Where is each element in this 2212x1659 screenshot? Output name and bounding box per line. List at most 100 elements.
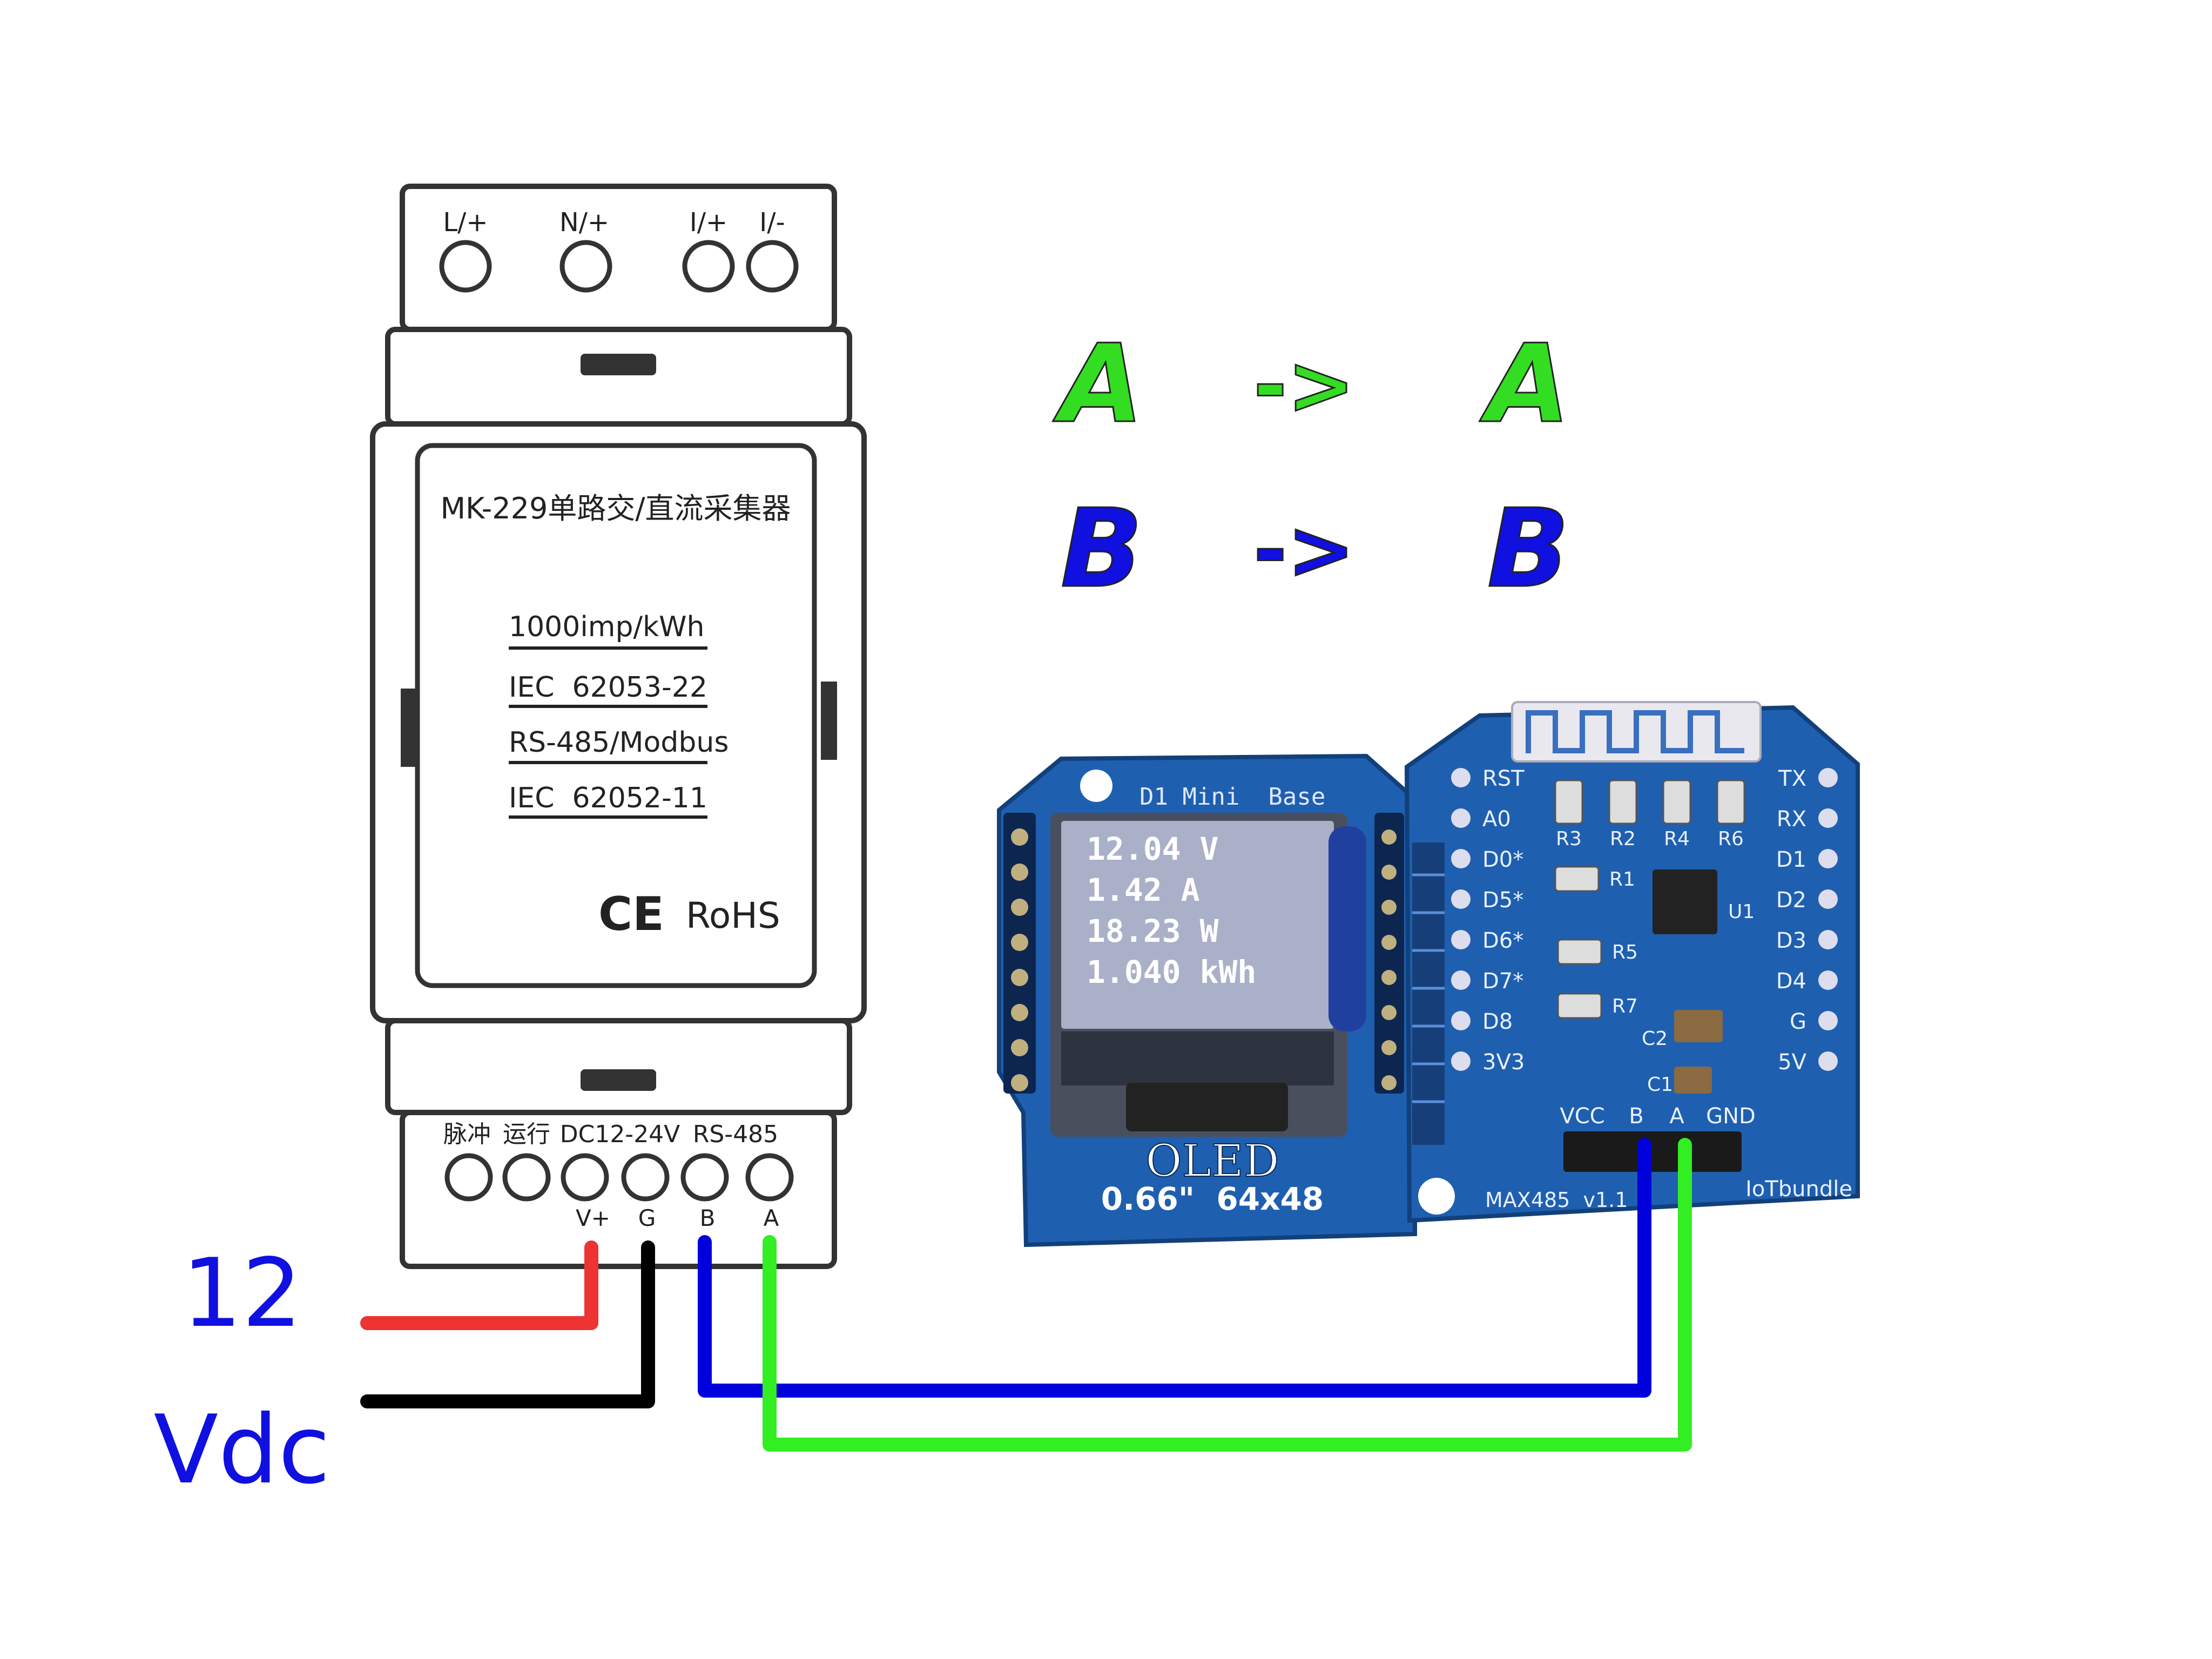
pin-d4: D4 xyxy=(1776,969,1806,994)
wires xyxy=(360,1138,1692,1452)
pin-d1: D1 xyxy=(1776,847,1806,872)
pin-label-g: G xyxy=(638,1205,656,1231)
mapping-a-arrow: -> xyxy=(1253,339,1355,433)
meter-title: MK-229单路交/直流采集器 xyxy=(440,491,791,525)
terminal-screw-l xyxy=(439,240,492,293)
terminal-screw-pulse-2 xyxy=(502,1153,551,1202)
terminal-label-n: N/+ xyxy=(559,207,609,238)
mapping-a-from: A xyxy=(1053,321,1144,447)
label-c2: C2 xyxy=(1642,1028,1668,1050)
max485-left-pins xyxy=(1451,768,1471,1071)
oled-shield-board: D1 Mini Base 12.04 V 1.42 A 18.23 W 1.04… xyxy=(997,753,1417,1247)
pin-d2: D2 xyxy=(1776,888,1806,913)
terminal-screw-i-plus xyxy=(682,240,735,293)
antenna-trace xyxy=(1526,710,1744,753)
max485-right-pins xyxy=(1818,768,1838,1071)
pin-d7: D7* xyxy=(1482,969,1523,994)
oled-line-1: 12.04 V xyxy=(1087,831,1218,867)
pin-label-vplus: V+ xyxy=(576,1205,610,1231)
rs485-header xyxy=(1563,1131,1742,1172)
terminal-label-l: L/+ xyxy=(443,207,488,238)
label-r6: R6 xyxy=(1718,828,1744,850)
max485-brand: IoTbundle xyxy=(1745,1177,1852,1202)
meter-bottom-block xyxy=(400,1110,837,1269)
meter-spec-1: 1000imp/kWh xyxy=(509,611,704,643)
terminal-screw-n xyxy=(559,240,612,293)
oled-label: OLED xyxy=(1145,1136,1279,1187)
terminal-screw-g xyxy=(621,1153,670,1202)
oled-right-header xyxy=(1374,813,1404,1094)
terminal-screw-a xyxy=(745,1153,794,1202)
pin-5v: 5V xyxy=(1778,1050,1806,1075)
terminal-screw-i-minus xyxy=(746,240,799,293)
meter-upper-shoulder xyxy=(385,327,852,427)
meter-spec-4: IEC 62052-11 xyxy=(509,782,707,814)
resistor-r1 xyxy=(1554,866,1600,892)
label-rs485: RS-485 xyxy=(693,1121,778,1148)
energy-meter: L/+ N/+ I/+ I/- MK-229单路交/直流采集器 1000imp/… xyxy=(370,184,867,1269)
oled-flex-cable xyxy=(1126,1083,1288,1131)
resistor-r5 xyxy=(1557,939,1602,965)
pin-3v3: 3V3 xyxy=(1482,1050,1525,1075)
blue-wire xyxy=(698,1138,1651,1398)
label-r3: R3 xyxy=(1556,828,1582,850)
pin-g: G xyxy=(1790,1009,1806,1034)
pin-d5: D5* xyxy=(1482,888,1523,913)
label-run: 运行 xyxy=(503,1121,550,1148)
terminal-label-i-plus: I/+ xyxy=(690,207,728,238)
header-b: B xyxy=(1629,1104,1643,1129)
pin-rx: RX xyxy=(1777,807,1806,832)
meter-spec-3: RS-485/Modbus xyxy=(509,726,729,759)
label-dc: DC12-24V xyxy=(560,1121,680,1148)
meter-left-clip xyxy=(401,689,417,767)
max485-shield-board: RST A0 D0* D5* D6* D7* D8 3V3 TX RX D1 D… xyxy=(1404,701,1860,1223)
ce-mark: CE xyxy=(598,887,664,941)
pin-d6: D6* xyxy=(1482,928,1523,953)
meter-lower-slot xyxy=(581,1069,656,1091)
pin-d8: D8 xyxy=(1482,1009,1513,1034)
label-pulse: 脉冲 xyxy=(443,1121,491,1148)
oled-line-4: 1.040 kWh xyxy=(1087,954,1256,990)
oled-mount-hole xyxy=(1080,770,1112,802)
red-wire xyxy=(360,1240,598,1330)
pin-label-a: A xyxy=(764,1205,779,1231)
rohs-label: RoHS xyxy=(686,895,780,936)
pin-mapping: A -> A B -> B xyxy=(1052,321,1571,613)
oled-line-2: 1.42 A xyxy=(1087,872,1200,908)
pin-rst: RST xyxy=(1482,766,1525,791)
oled-board-title: D1 Mini Base xyxy=(1139,783,1325,811)
max485-pcb xyxy=(1404,705,1860,1223)
resistor-r7 xyxy=(1557,993,1602,1019)
black-wire xyxy=(360,1240,655,1408)
meter-label-panel xyxy=(415,443,817,988)
oled-line-3: 18.23 W xyxy=(1087,913,1219,949)
terminal-screw-vplus xyxy=(561,1153,609,1202)
capacitor-c1 xyxy=(1674,1067,1712,1094)
oled-left-header xyxy=(1003,813,1036,1094)
pin-label-b: B xyxy=(700,1205,716,1231)
top-resistors xyxy=(1554,779,1745,825)
power-label-vdc: Vdc xyxy=(153,1395,330,1505)
pin-tx: TX xyxy=(1778,766,1806,791)
mapping-b-arrow: -> xyxy=(1253,503,1355,597)
oled-size: 0.66" 64x48 xyxy=(1101,1181,1324,1217)
mapping-b-to: B xyxy=(1487,486,1569,612)
meter-spec-2: IEC 62053-22 xyxy=(509,671,707,704)
label-r2: R2 xyxy=(1610,828,1636,850)
label-r7: R7 xyxy=(1612,995,1638,1017)
oled-glass-bottom xyxy=(1061,1031,1334,1085)
mapping-b-from: B xyxy=(1061,486,1143,612)
max485-chip xyxy=(1653,869,1717,934)
label-r5: R5 xyxy=(1612,941,1638,963)
board-connector-strip xyxy=(1412,842,1445,1145)
pin-a0: A0 xyxy=(1482,807,1511,832)
label-u1: U1 xyxy=(1728,901,1755,923)
label-r4: R4 xyxy=(1664,828,1690,850)
power-label-12: 12 xyxy=(182,1239,302,1348)
meter-lower-shoulder xyxy=(385,1018,852,1115)
capacitor-c2 xyxy=(1674,1010,1723,1042)
mapping-a-to: A xyxy=(1480,321,1570,447)
header-vcc: VCC xyxy=(1560,1104,1604,1129)
pin-d3: D3 xyxy=(1776,928,1806,953)
